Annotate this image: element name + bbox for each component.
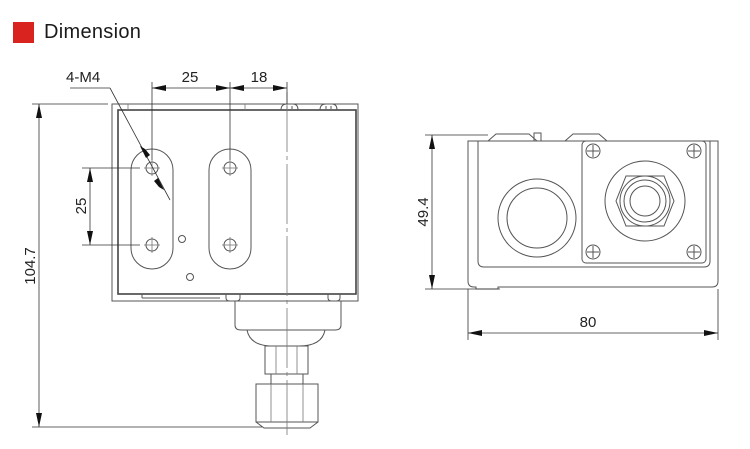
dim-label-hole-spacing-h2: 18 — [251, 69, 268, 86]
dim-label-hole-spacing-v: 25 — [73, 198, 90, 215]
dim-label-hole-thread: 4-M4 — [66, 69, 100, 86]
mount-hole-icon — [222, 237, 238, 253]
housing-inner — [117, 109, 357, 295]
section-marker-icon — [13, 22, 34, 43]
screw-icon — [686, 143, 702, 159]
screw-icon — [585, 244, 601, 260]
screw-icon — [585, 143, 601, 159]
front-view — [111, 92, 359, 435]
cable-gland-hex-nut — [615, 175, 675, 227]
dim-label-side-height: 49.4 — [415, 197, 432, 226]
cover-plate — [581, 140, 707, 264]
side-view-dimensions: 49.4 80 — [415, 134, 719, 340]
mount-hole-icon — [144, 237, 160, 253]
mount-slot-left — [130, 148, 174, 270]
screw-icon — [686, 244, 702, 260]
dim-label-overall-height: 104.7 — [22, 247, 39, 285]
front-view-dimensions: 25 18 4-M4 25 104.7 — [22, 69, 288, 428]
pressure-connector-body — [234, 301, 342, 331]
mount-hole-icon — [222, 160, 238, 176]
reset-button-outer — [497, 178, 577, 258]
mount-hole-icon — [144, 160, 160, 176]
section-title: Dimension — [44, 21, 142, 43]
dim-label-hole-spacing-h1: 25 — [182, 69, 199, 86]
reset-button-inner — [506, 187, 568, 249]
mount-slot-right — [208, 148, 252, 270]
dim-label-side-width: 80 — [580, 314, 597, 331]
section-header: Dimension — [13, 21, 141, 44]
housing-outer — [111, 103, 359, 302]
side-view — [467, 132, 719, 290]
side-body-inner — [477, 141, 711, 268]
cable-gland-outer — [604, 160, 686, 242]
